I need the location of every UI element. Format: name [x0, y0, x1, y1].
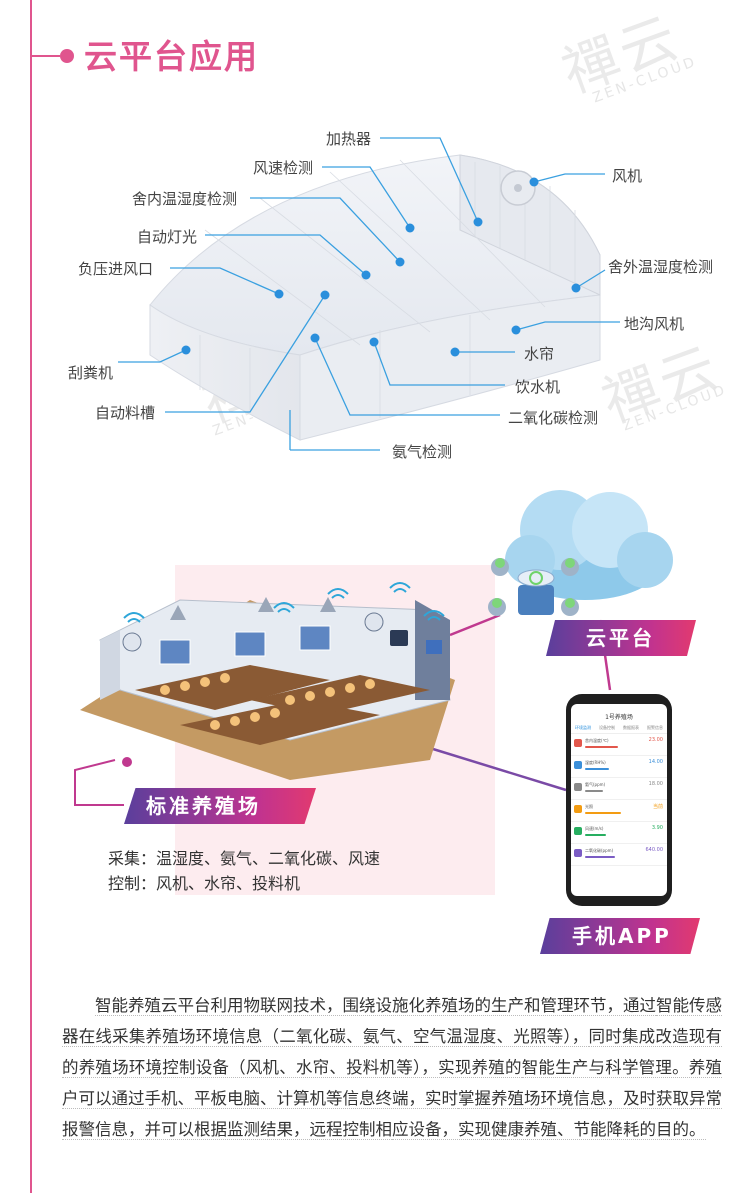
phone-tab[interactable]: 设备控制 [599, 725, 615, 730]
mobile-app-tag: 手机APP [540, 918, 700, 954]
link-farm-phone [419, 743, 567, 792]
sensor-value: 640.00 [645, 847, 664, 853]
section-title: 云平台应用 [84, 37, 259, 76]
phone-mockup: 1号养殖场 环境监测 设备控制 数据报表 报警信息 舍内温度(℃) 23.00 湿度… [566, 694, 672, 906]
greenhouse-end [459, 154, 601, 296]
phone-tab[interactable]: 报警信息 [647, 725, 663, 730]
label-trench-fan: 地沟风机 [624, 315, 685, 333]
phone-data-row[interactable]: 舍内温度(℃) 23.00 [571, 734, 667, 756]
label-drinker: 饮水机 [515, 378, 561, 396]
sensor-name: 风速(m/s) [585, 826, 604, 831]
label-outer-temp: 舍外温湿度检测 [608, 258, 714, 276]
sensor-name: 氨气(ppm) [585, 782, 606, 787]
server-hub-icon [488, 558, 579, 616]
label-auto-trough: 自动料槽 [95, 404, 156, 422]
phone-data-row[interactable]: 光照 当前 [571, 800, 667, 822]
title-dot [60, 49, 74, 63]
label-fan: 风机 [612, 167, 643, 185]
marker-trench-fan [511, 325, 521, 335]
greenhouse-side [299, 294, 601, 441]
link-farm-hub [449, 613, 501, 637]
sensor-bar [585, 768, 609, 770]
sensor-bar [585, 746, 618, 748]
phone-tabs: 环境监测 设备控制 数据报表 报警信息 [571, 725, 667, 734]
sensor-icon [574, 805, 582, 813]
paragraph-line: 智能养殖云平台利用物联网技术，围绕设施化养殖场的生产和管理环节，通过 [95, 996, 656, 1016]
phone-data-row[interactable]: 二氧化碳(ppm) 640.00 [571, 844, 667, 866]
marker-inner-temp [395, 257, 405, 267]
cloud-platform-tag: 云平台 [546, 620, 696, 656]
sensor-name: 二氧化碳(ppm) [585, 848, 614, 853]
title-line [30, 55, 60, 57]
collect-line: 采集：温湿度、氨气、二氧化碳、风速 [108, 849, 381, 868]
label-auto-light: 自动灯光 [137, 228, 198, 246]
marker-trough [320, 290, 330, 300]
marker-outer-temp [571, 283, 581, 293]
phone-screen: 1号养殖场 环境监测 设备控制 数据报表 报警信息 舍内温度(℃) 23.00 湿度… [571, 704, 667, 896]
sensor-icon [574, 827, 582, 835]
description-paragraph: 智能养殖云平台利用物联网技术，围绕设施化养殖场的生产和管理环节，通过智能传感器在… [62, 990, 723, 1145]
marker-curtain [450, 347, 460, 357]
greenhouse-diagram: 加热器 风速检测 舍内温湿度检测 自动灯光 负压进风口 刮粪机 自动料槽 风机 … [0, 110, 750, 490]
marker-fan [529, 177, 539, 187]
paragraph-line: 掌握养殖场环境信息，及时获取异常报警信息，并可以根据监测结果，远程控制相 [62, 1089, 722, 1140]
label-water-curtain: 水帘 [524, 345, 555, 363]
paragraph-line: 应设备，实现健康养殖、节能降耗的目的。 [392, 1120, 706, 1140]
sensor-bar [585, 834, 606, 836]
sensor-name: 舍内温度(℃) [585, 738, 609, 743]
phone-rows: 舍内温度(℃) 23.00 湿度(RH%) 14.00 氨气(ppm) 18.00 光照 当前… [571, 734, 667, 866]
label-inner-temp: 舍内温湿度检测 [132, 190, 238, 208]
phone-tab[interactable]: 环境监测 [575, 725, 591, 730]
sensor-icon [574, 761, 582, 769]
marker-co2 [310, 333, 320, 343]
farm-info: 采集：温湿度、氨气、二氧化碳、风速 控制：风机、水帘、投料机 [108, 846, 380, 896]
marker-wind-speed [405, 223, 415, 233]
label-wind-speed: 风速检测 [253, 159, 314, 177]
phone-data-row[interactable]: 湿度(RH%) 14.00 [571, 756, 667, 778]
sensor-name: 湿度(RH%) [585, 760, 606, 765]
sensor-value: 14.00 [648, 759, 663, 765]
phone-screen-title: 1号养殖场 [605, 714, 633, 721]
phone-data-row[interactable]: 风速(m/s) 3.90 [571, 822, 667, 844]
sensor-value: 3.90 [651, 825, 663, 831]
greenhouse-svg [118, 137, 620, 451]
marker-light [361, 270, 371, 280]
marker-drinker [369, 337, 379, 347]
sensor-icon [574, 849, 582, 857]
marker-heater [473, 217, 483, 227]
paragraph-line: 智能生产与科学管理。养殖户可以通过手机、平板电脑、计算机等信息终端，实时 [62, 1058, 723, 1109]
sensor-value: 当前 [652, 804, 663, 810]
label-heater: 加热器 [326, 130, 372, 148]
label-scraper: 刮粪机 [68, 364, 114, 382]
paragraph-line: 同时集成改造现有的养殖场环境控制设备（风机、水帘、投料机等），实现养殖的 [62, 1027, 723, 1078]
sensor-value: 18.00 [648, 781, 663, 787]
phone-data-row[interactable]: 氨气(ppm) 18.00 [571, 778, 667, 800]
sensor-bar [585, 790, 603, 792]
control-line: 控制：风机、水帘、投料机 [108, 874, 301, 893]
marker-inlet [274, 289, 284, 299]
label-ammonia: 氨气检测 [392, 443, 453, 461]
marker-scraper [181, 345, 191, 355]
sensor-bar [585, 812, 621, 814]
farm-building-icon [80, 582, 455, 780]
sensor-value: 23.00 [648, 737, 663, 743]
left-rule [30, 0, 32, 1193]
label-co2: 二氧化碳检测 [508, 409, 599, 427]
sensor-icon [574, 739, 582, 747]
paragraph-line: 智能传感器在线采集养殖场环境信息（二氧化碳、氨气、空气温湿度、光照等）， [62, 996, 722, 1047]
sensor-bar [585, 856, 615, 858]
standard-farm-tag: 标准养殖场 [124, 788, 316, 824]
sensor-icon [574, 783, 582, 791]
link-farm-label [74, 759, 124, 806]
sensor-name: 光照 [585, 804, 593, 809]
phone-tab[interactable]: 数据报表 [623, 725, 639, 730]
label-negative-inlet: 负压进风口 [78, 260, 154, 278]
